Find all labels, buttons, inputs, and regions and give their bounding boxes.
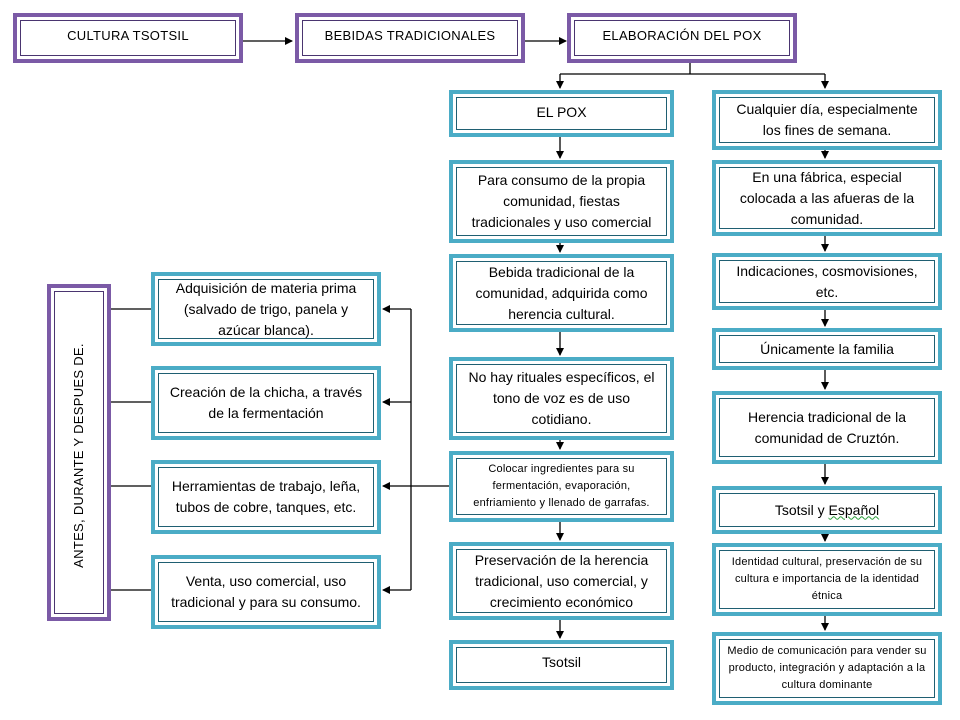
box-colocar-ingredientes: Colocar ingredientes para su fermentació… [449,451,674,522]
box-tsotsil-espanol-label: Tsotsil y Español [774,501,880,518]
box-venta-uso-comercial: Venta, uso comercial, uso tradicional y … [151,555,381,629]
box-bebidas-tradicionales: BEBIDAS TRADICIONALES [295,13,525,63]
box-indicaciones-label: Indicaciones, cosmovisiones, etc. [736,262,918,300]
box-preservacion-herencia-label: Preservación de la herencia tradicional,… [474,551,649,610]
box-herencia-cruzton-label: Herencia tradicional de la comunidad de … [748,408,906,446]
box-el-pox-label: EL POX [536,104,587,120]
box-bebida-tradicional: Bebida tradicional de la comunidad, adqu… [449,254,674,332]
vertical-label-wrapper: ANTES, DURANTE Y DESPUES DE. [58,290,98,620]
box-en-una-fabrica: En una fábrica, especial colocada a las … [712,160,942,236]
box-cualquier-dia: Cualquier día, especialmente los fines d… [712,90,942,150]
vertical-label-text: ANTES, DURANTE Y DESPUES DE. [70,342,86,568]
box-medio-comunicacion: Medio de comunicación para vender su pro… [712,632,942,705]
box-identidad-cultural: Identidad cultural, preservación de su c… [712,543,942,616]
box-unicamente-familia-label: Únicamente la familia [760,340,894,357]
box-cultura-tsotsil-label: CULTURA TSOTSIL [67,28,189,43]
box-cualquier-dia-label: Cualquier día, especialmente los fines d… [736,101,918,138]
box-colocar-ingredientes-label: Colocar ingredientes para su fermentació… [473,463,650,509]
box-bebida-tradicional-label: Bebida tradicional de la comunidad, adqu… [475,263,648,322]
box-medio-comunicacion-label: Medio de comunicación para vender su pro… [727,645,927,691]
box-creacion-chicha-label: Creación de la chicha, a través de la fe… [169,384,363,421]
box-identidad-cultural-label: Identidad cultural, preservación de su c… [731,556,923,602]
box-para-consumo-label: Para consumo de la propia comunidad, fie… [471,172,652,230]
box-venta-uso-comercial-label: Venta, uso comercial, uso tradicional y … [171,573,361,610]
box-el-pox: EL POX [449,90,674,137]
box-tsotsil: Tsotsil [449,640,674,690]
box-en-una-fabrica-label: En una fábrica, especial colocada a las … [739,168,915,227]
box-antes-durante-despues [47,284,111,621]
box-bebidas-tradicionales-label: BEBIDAS TRADICIONALES [324,28,496,43]
box-herramientas-trabajo: Herramientas de trabajo, leña, tubos de … [151,460,381,534]
box-indicaciones: Indicaciones, cosmovisiones, etc. [712,253,942,310]
box-elaboracion-del-pox: ELABORACIÓN DEL POX [567,13,797,63]
box-herencia-cruzton: Herencia tradicional de la comunidad de … [712,391,942,464]
box-elaboracion-del-pox-label: ELABORACIÓN DEL POX [602,28,762,43]
box-tsotsil-espanol: Tsotsil y Español [712,486,942,534]
box-para-consumo: Para consumo de la propia comunidad, fie… [449,160,674,243]
box-no-hay-rituales-label: No hay rituales específicos, el tono de … [468,369,655,427]
box-preservacion-herencia: Preservación de la herencia tradicional,… [449,542,674,620]
box-adquisicion-materia: Adquisición de materia prima (salvado de… [151,272,381,346]
box-cultura-tsotsil: CULTURA TSOTSIL [13,13,243,63]
box-unicamente-familia: Únicamente la familia [712,328,942,370]
box-herramientas-trabajo-label: Herramientas de trabajo, leña, tubos de … [171,478,361,515]
box-creacion-chicha: Creación de la chicha, a través de la fe… [151,366,381,440]
box-tsotsil-label: Tsotsil [542,654,581,670]
box-no-hay-rituales: No hay rituales específicos, el tono de … [449,357,674,440]
box-adquisicion-materia-label: Adquisición de materia prima (salvado de… [175,279,357,338]
